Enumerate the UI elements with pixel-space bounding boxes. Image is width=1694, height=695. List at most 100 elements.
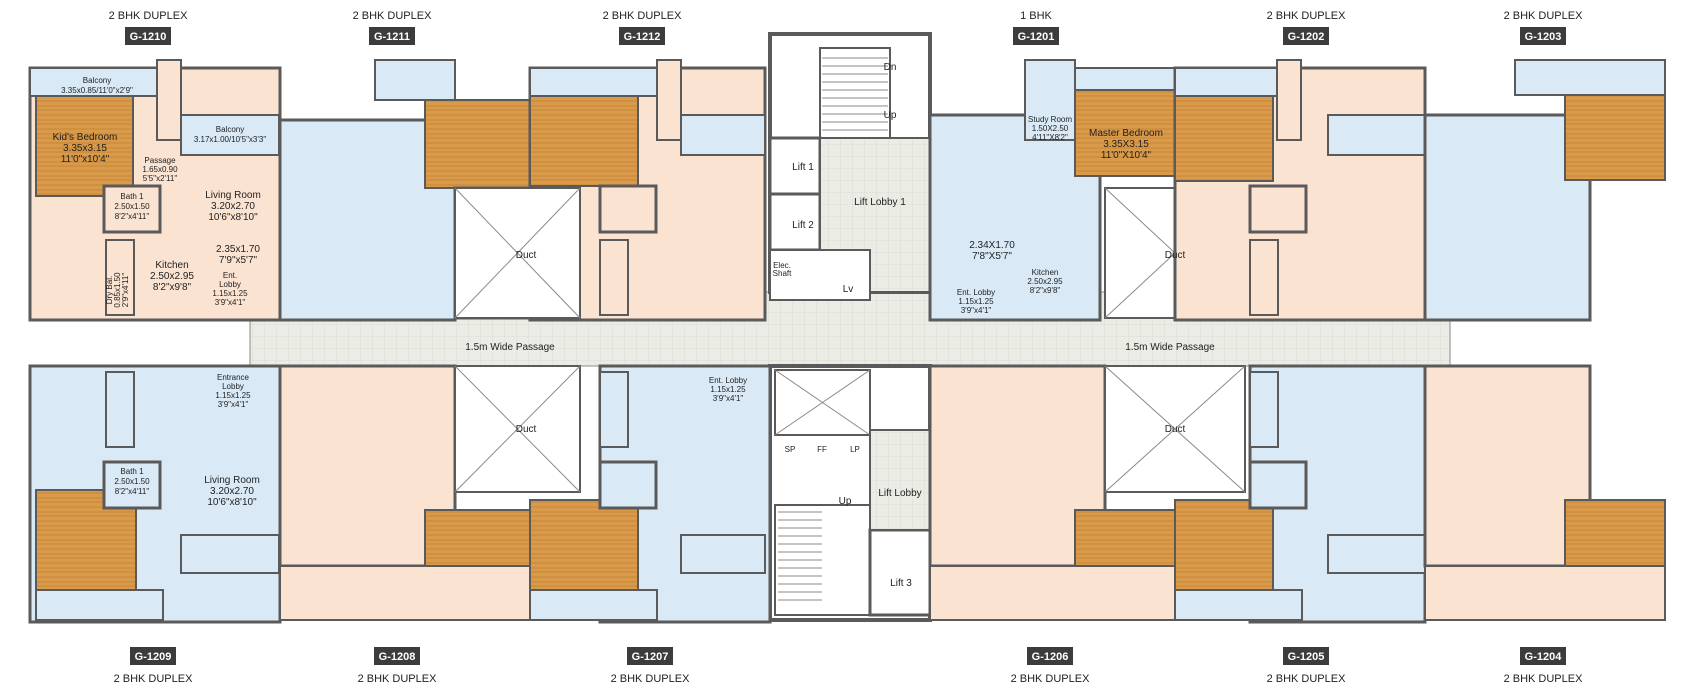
room-label: 8'2"x4'11" <box>115 487 150 496</box>
unit-g-1202-plan <box>1173 59 1427 322</box>
unit-g-1206-plan <box>928 364 1176 621</box>
svg-text:Bath 12.50x1.508'2"x4'11": Bath 12.50x1.508'2"x4'11" <box>114 192 150 221</box>
room-label: 5'5"x2'11" <box>143 174 178 183</box>
room-label: Bath 1 <box>120 192 144 201</box>
room-label: 11'0"x10'4" <box>61 154 110 165</box>
unit-code-tag: G-1207 <box>632 651 669 663</box>
room-label: 3'9"x4'1" <box>713 394 744 403</box>
room-label: 2.50x1.50 <box>114 202 150 211</box>
unit-type-label: 2 BHK DUPLEX <box>353 10 433 22</box>
unit-type-label: 2 BHK DUPLEX <box>1267 10 1347 22</box>
room-label: Master Bedroom <box>1089 128 1163 139</box>
svg-text:Bath 12.50x1.508'2"x4'11": Bath 12.50x1.508'2"x4'11" <box>114 467 150 496</box>
room-label: 3'9"x4'1" <box>218 400 249 409</box>
room-label: Ent. <box>223 271 237 280</box>
room-label: 7'8"X5'7" <box>972 251 1012 262</box>
room-label: 3'9"x4'1" <box>961 306 992 315</box>
room-label: 3.20x2.70 <box>210 486 254 497</box>
unit-code-tag: G-1211 <box>374 31 410 43</box>
svg-text:2.34X1.707'8"X5'7": 2.34X1.707'8"X5'7" <box>969 240 1015 262</box>
room-label: 2.50x2.95 <box>150 271 194 282</box>
duct-label: Duct <box>516 250 537 261</box>
stair-dn-label: Dn <box>884 62 897 73</box>
unit-type-label: 2 BHK DUPLEX <box>1504 10 1584 22</box>
passage-label: 1.5m Wide Passage <box>465 342 555 353</box>
room-label: Bath 1 <box>120 467 144 476</box>
unit-g-1205-plan <box>1174 364 1427 624</box>
room-label: 2.34X1.70 <box>969 240 1015 251</box>
svg-text:Elec.Shaft: Elec.Shaft <box>773 261 792 278</box>
unit-code-tag: G-1208 <box>379 651 416 663</box>
unit-code-tag: G-1212 <box>624 31 661 43</box>
unit-type-label: 2 BHK DUPLEX <box>109 10 189 22</box>
room-label: Balcony <box>83 76 111 85</box>
unit-g-1209-plan <box>28 364 282 624</box>
lift-3-label: Lift 3 <box>890 578 912 589</box>
room-label: 2'9"x4'11" <box>121 273 130 308</box>
unit-code-tag: G-1202 <box>1288 31 1325 43</box>
room-label: 1.50X2.50 <box>1032 124 1069 133</box>
unit-type-label: 2 BHK DUPLEX <box>114 673 194 685</box>
svg-text:2.35x1.707'9"x5'7": 2.35x1.707'9"x5'7" <box>216 244 260 266</box>
core-labels: Duct Duct Duct Duct 1.5m Wide Passage 1.… <box>465 62 1215 589</box>
unit-tags-bottom: G-1209 2 BHK DUPLEX G-1208 2 BHK DUPLEX … <box>114 647 1584 685</box>
room-label: Ent. Lobby <box>709 376 747 385</box>
unit-g-1207-plan <box>529 364 772 624</box>
room-label: 7'9"x5'7" <box>219 255 258 266</box>
lift-1-label: Lift 1 <box>792 162 814 173</box>
unit-code-tag: G-1209 <box>135 651 172 663</box>
room-label: 3.17x1.00/10'5"x3'3" <box>194 135 267 144</box>
unit-code-tag: G-1203 <box>1525 31 1562 43</box>
room-label: Living Room <box>205 190 261 201</box>
room-label: Passage <box>144 156 176 165</box>
sp-label: SP <box>785 445 796 454</box>
svg-text:Dry Bal.0.85x1.502'9"x4'11": Dry Bal.0.85x1.502'9"x4'11" <box>105 272 130 308</box>
room-label: 8'2"x4'11" <box>115 212 150 221</box>
room-label: Kid's Bedroom <box>53 132 118 143</box>
room-label: 8'2"x9'8" <box>153 282 192 293</box>
unit-g-1204-plan <box>1423 364 1666 621</box>
room-label: 1.65x0.90 <box>142 165 178 174</box>
room-label: 11'0"X10'4" <box>1101 150 1152 161</box>
unit-g-1203-plan <box>1423 59 1666 322</box>
passage-label: 1.5m Wide Passage <box>1125 342 1215 353</box>
room-label: 3'9"x4'1" <box>215 298 246 307</box>
room-label: Balcony <box>216 125 244 134</box>
room-label: 8'2"x9'8" <box>1030 286 1061 295</box>
lift-2-label: Lift 2 <box>792 220 814 231</box>
unit-type-label: 1 BHK <box>1020 10 1052 22</box>
unit-type-label: 2 BHK DUPLEX <box>1267 673 1347 685</box>
room-label: Entrance <box>217 373 250 382</box>
unit-code-tag: G-1205 <box>1288 651 1325 663</box>
lp-label: LP <box>850 445 860 454</box>
room-label: 0.85x1.50 <box>113 272 122 308</box>
room-label: 4'11"X8'2" <box>1032 133 1068 142</box>
room-label: 2.35x1.70 <box>216 244 260 255</box>
room-label: Kitchen <box>155 260 188 271</box>
unit-tags-top: 2 BHK DUPLEX G-1210 2 BHK DUPLEX G-1211 … <box>109 10 1584 45</box>
lift-lobby-1-label: Lift Lobby 1 <box>854 197 906 208</box>
stair-lift-core <box>768 32 932 301</box>
unit-type-label: 2 BHK DUPLEX <box>358 673 438 685</box>
room-label: Ent. Lobby <box>957 288 995 297</box>
room-label: 3.20x2.70 <box>211 201 255 212</box>
unit-g-1201-plan <box>928 59 1176 322</box>
room-label: 2.50x1.50 <box>114 477 150 486</box>
room-label: Lobby <box>222 382 244 391</box>
room-label: Dry Bal. <box>105 276 114 304</box>
unit-type-label: 2 BHK DUPLEX <box>1504 673 1584 685</box>
duct-label: Duct <box>516 424 537 435</box>
room-label: 3.35x0.85/11'0"x2'9" <box>61 86 133 95</box>
